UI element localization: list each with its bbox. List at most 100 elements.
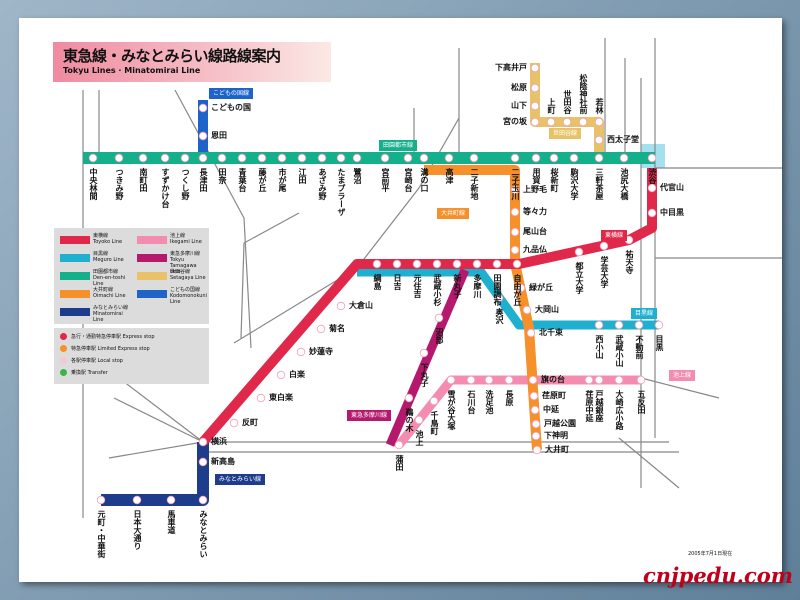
station-label[interactable]: 学芸大学 (600, 256, 609, 288)
station-marker[interactable] (594, 320, 604, 330)
station-label[interactable]: 五反田 (637, 390, 646, 414)
station-label[interactable]: 渋谷 (648, 168, 657, 184)
station-label[interactable]: 石川台 (467, 390, 476, 414)
station-marker[interactable] (432, 259, 442, 269)
station-label[interactable]: 三軒茶屋 (595, 168, 604, 200)
station-label[interactable]: 祐天寺 (625, 250, 634, 274)
station-marker[interactable] (619, 153, 629, 163)
station-marker[interactable] (336, 153, 346, 163)
station-marker[interactable] (529, 391, 539, 401)
station-marker[interactable] (614, 375, 624, 385)
station-marker[interactable] (469, 153, 479, 163)
station-label[interactable]: 駒沢大学 (570, 168, 579, 200)
station-label[interactable]: 北千束 (539, 328, 563, 337)
station-label[interactable]: 馬車道 (167, 510, 176, 534)
station-label[interactable]: 長津田 (199, 168, 208, 192)
station-marker[interactable] (160, 153, 170, 163)
station-label[interactable]: 都立大学 (575, 262, 584, 294)
station-label[interactable]: つきみ野 (115, 168, 124, 200)
station-marker[interactable] (654, 320, 664, 330)
station-marker[interactable] (647, 208, 657, 218)
station-label[interactable]: たまプラーザ (337, 168, 346, 216)
station-marker[interactable] (466, 375, 476, 385)
station-marker[interactable] (636, 375, 646, 385)
station-marker[interactable] (198, 153, 208, 163)
station-marker[interactable] (528, 375, 538, 385)
station-marker[interactable] (546, 117, 556, 127)
station-marker[interactable] (429, 396, 439, 406)
station-marker[interactable] (494, 293, 504, 303)
station-marker[interactable] (392, 259, 402, 269)
station-marker[interactable] (562, 117, 572, 127)
station-label[interactable]: 溝の口 (420, 168, 429, 192)
station-label[interactable]: 旗の台 (541, 375, 565, 384)
station-label[interactable]: みなとみらい (199, 510, 208, 558)
station-label[interactable]: 宮の坂 (503, 117, 527, 126)
station-label[interactable]: 西太子堂 (607, 135, 639, 144)
station-label[interactable]: 大井町 (545, 445, 569, 454)
station-marker[interactable] (549, 153, 559, 163)
station-marker[interactable] (599, 241, 609, 251)
station-label[interactable]: 雪が谷大塚 (447, 390, 456, 430)
station-label[interactable]: 綱島 (373, 274, 382, 290)
station-label[interactable]: 世田谷 (563, 90, 572, 114)
station-marker[interactable] (296, 347, 306, 357)
station-marker[interactable] (510, 153, 520, 163)
station-label[interactable]: 新丸子 (453, 274, 462, 298)
station-label[interactable]: 松陰神社前 (579, 74, 588, 114)
station-marker[interactable] (404, 393, 414, 403)
station-marker[interactable] (138, 153, 148, 163)
station-label[interactable]: 鷺沼 (353, 168, 362, 184)
station-marker[interactable] (516, 283, 526, 293)
station-label[interactable]: 目黒 (655, 335, 664, 351)
station-marker[interactable] (530, 405, 540, 415)
station-marker[interactable] (530, 101, 540, 111)
station-label[interactable]: 戸越銀座 (595, 390, 604, 422)
station-marker[interactable] (198, 131, 208, 141)
station-marker[interactable] (569, 153, 579, 163)
station-label[interactable]: 奥沢 (495, 308, 504, 324)
station-label[interactable]: 大岡山 (535, 305, 559, 314)
station-marker[interactable] (96, 495, 106, 505)
station-marker[interactable] (414, 415, 424, 425)
station-label[interactable]: 荏原中延 (585, 390, 594, 422)
station-label[interactable]: すずかけ台 (161, 168, 170, 208)
station-label[interactable]: 日吉 (393, 274, 402, 290)
station-marker[interactable] (444, 153, 454, 163)
station-label[interactable]: 東白楽 (269, 393, 293, 402)
station-label[interactable]: 反町 (242, 418, 258, 427)
station-marker[interactable] (412, 259, 422, 269)
station-marker[interactable] (512, 259, 522, 269)
station-marker[interactable] (594, 375, 604, 385)
station-label[interactable]: 白楽 (289, 370, 305, 379)
station-marker[interactable] (419, 153, 429, 163)
station-label[interactable]: 荏原町 (542, 391, 566, 400)
station-label[interactable]: 洗足池 (485, 390, 494, 414)
station-marker[interactable] (336, 301, 346, 311)
station-label[interactable]: 山下 (511, 101, 527, 110)
station-marker[interactable] (180, 153, 190, 163)
station-marker[interactable] (574, 247, 584, 257)
station-label[interactable]: 妙蓮寺 (309, 347, 333, 356)
station-label[interactable]: 上野毛 (523, 185, 547, 194)
station-marker[interactable] (434, 313, 444, 323)
station-label[interactable]: 中央林間 (89, 168, 98, 200)
station-marker[interactable] (114, 153, 124, 163)
station-marker[interactable] (372, 259, 382, 269)
station-marker[interactable] (317, 153, 327, 163)
station-label[interactable]: 下高井戸 (495, 63, 527, 72)
station-marker[interactable] (198, 437, 208, 447)
station-label[interactable]: 田奈 (218, 168, 227, 184)
station-label[interactable]: 長原 (505, 390, 514, 406)
station-label[interactable]: 大崎広小路 (615, 390, 624, 430)
station-label[interactable]: 高津 (445, 168, 454, 184)
station-label[interactable]: 松原 (511, 83, 527, 92)
station-label[interactable]: 緑が丘 (529, 283, 553, 292)
station-label[interactable]: 二子新地 (470, 168, 479, 200)
station-label[interactable]: 南町田 (139, 168, 148, 192)
station-marker[interactable] (530, 117, 540, 127)
station-label[interactable]: あざみ野 (318, 168, 327, 200)
station-label[interactable]: 江田 (298, 168, 307, 184)
station-label[interactable]: 新高島 (211, 457, 235, 466)
station-marker[interactable] (647, 183, 657, 193)
